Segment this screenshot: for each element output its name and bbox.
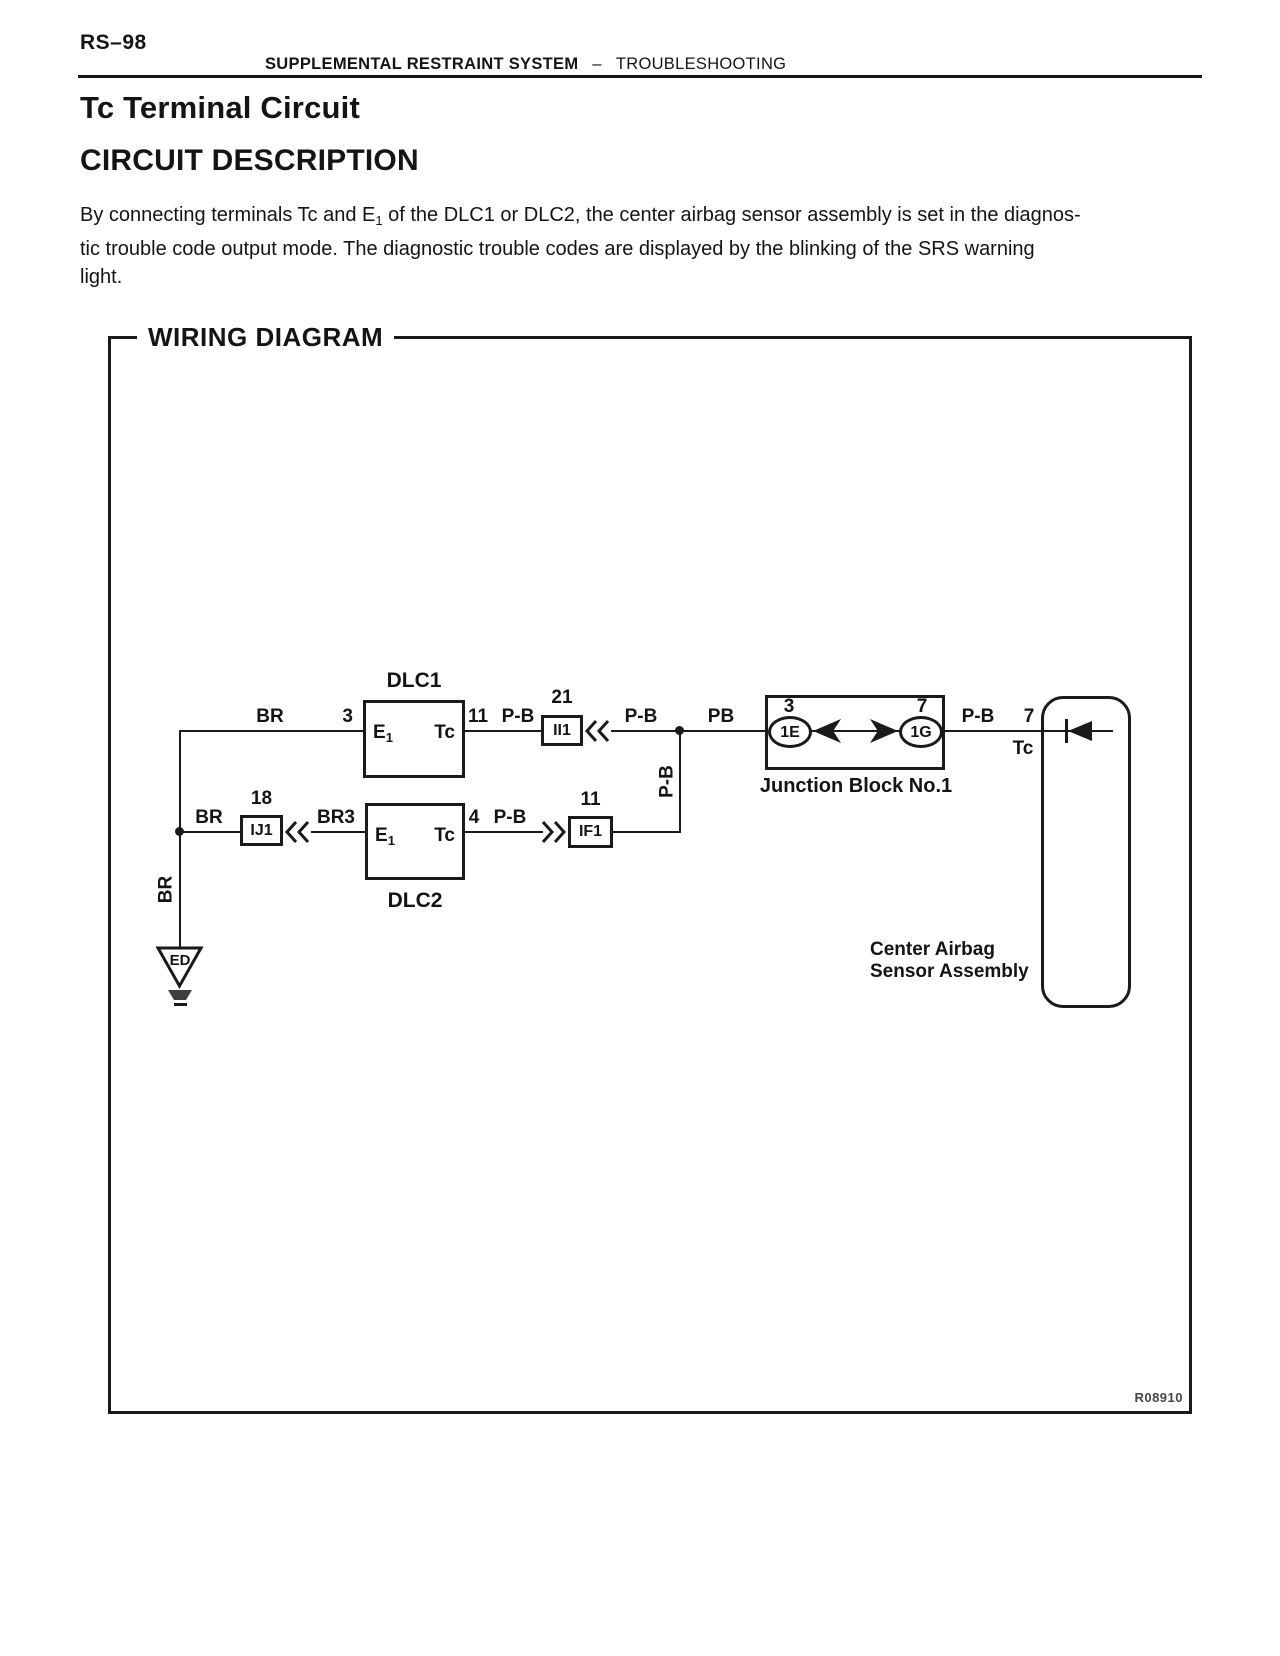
dlc1-label: DLC1 [386,669,442,692]
junction-block-cavity-1g: 1G [899,716,943,748]
subscript-1: 1 [375,213,383,228]
connector-ij1-pin: 18 [250,788,273,809]
sensor-terminal-tc: Tc [1012,738,1034,759]
wire-pb-vertical [679,731,681,833]
description-line-1: By connecting terminals Tc and E1 of the… [80,204,1081,228]
wire-br-top [180,730,365,732]
wire-label-pb-after-ii1: P-B [624,706,658,727]
dlc2-terminal-tc: Tc [434,825,455,846]
connector-ii1-box: II1 [541,715,583,746]
wire-if1-to-branch [613,831,681,833]
figure-code: R08910 [1134,1390,1183,1405]
header-system: SUPPLEMENTAL RESTRAINT SYSTEM [265,55,579,73]
wire-label-pb-vertical: P-B [656,765,678,798]
dlc2-pin-tc: 4 [468,807,480,828]
ground-ed-icon: ED [155,946,204,990]
circuit-description-text: By connecting terminals Tc and E1 of the… [80,201,1155,291]
header-section: TROUBLESHOOTING [615,55,787,73]
dlc1-terminal-tc: Tc [434,722,455,743]
wiring-diagram-frame: WIRING DIAGRAM BR 3 DLC1 E1 Tc 11 P-B 21… [108,322,1192,1414]
connector-ij1-box: IJ1 [240,815,283,846]
junction-block-inner-wire [811,730,901,732]
sensor-assembly-label: Center Airbag Sensor Assembly [870,939,1029,982]
wire-br-vertical [179,730,181,948]
connector-if1-box: IF1 [568,816,613,848]
dlc1-pin-e: 3 [342,706,353,727]
junction-block-pin-left: 3 [783,696,795,717]
junction-block-pin-right: 7 [916,696,928,717]
dlc1-box: E1 Tc [363,700,465,778]
wire-label-pb-dlc1: P-B [501,706,535,727]
dlc2-box: E1 Tc [365,803,465,880]
page-number: RS–98 [80,31,147,54]
wire-label-pb-dlc2: P-B [493,807,527,828]
running-header: SUPPLEMENTAL RESTRAINT SYSTEM–TROUBLESHO… [265,55,786,74]
wire-pb-block-to-sensor [945,730,1066,732]
sensor-pin: 7 [1023,706,1035,727]
junction-dot-branch [675,726,684,735]
wire-label-pb-main: PB [707,706,735,727]
wire-label-br3: BR3 [316,807,355,828]
wire-pb-dlc2 [463,831,543,833]
dlc2-terminal-e1: E1 [375,825,395,848]
connector-if1-pin: 11 [580,789,601,810]
dlc1-terminal-e1: E1 [373,722,393,745]
wiring-diagram-title: WIRING DIAGRAM [137,322,395,353]
junction-block-cavity-1e: 1E [768,716,812,748]
wire-pb-ii1-to-block [611,730,767,732]
wire-label-pb-to-sensor: P-B [961,706,995,727]
wire-label-br-top: BR [256,706,284,727]
ground-base-line [174,1003,187,1006]
circuit-description-heading: CIRCUIT DESCRIPTION [80,144,419,177]
wire-br-row2 [180,831,240,833]
sensor-assembly-box [1041,696,1131,1008]
wire-label-br-vertical: BR [155,875,177,904]
junction-dot-left [175,827,184,836]
dlc2-label: DLC2 [387,889,443,912]
junction-block-label: Junction Block No.1 [759,775,953,797]
connector-chevrons-left-icon [584,719,610,743]
ground-body-icon [168,990,192,1000]
connector-chevrons-left-icon [284,820,310,844]
ground-label: ED [170,952,191,969]
wire-label-br-row2: BR [195,807,223,828]
connector-ii1-pin: 21 [551,687,573,708]
sensor-terminal-bar [1065,719,1068,743]
page-title: Tc Terminal Circuit [80,90,360,125]
description-line-3: light. [80,266,123,288]
description-line-2: tic trouble code output mode. The diagno… [80,238,1035,260]
dlc1-pin-tc: 11 [467,706,489,727]
header-rule [78,75,1202,78]
wire-pb-dlc1-to-ii1 [463,730,543,732]
wire-br3 [311,831,365,833]
connector-chevrons-right-icon [541,820,567,844]
header-dash: – [592,55,602,73]
